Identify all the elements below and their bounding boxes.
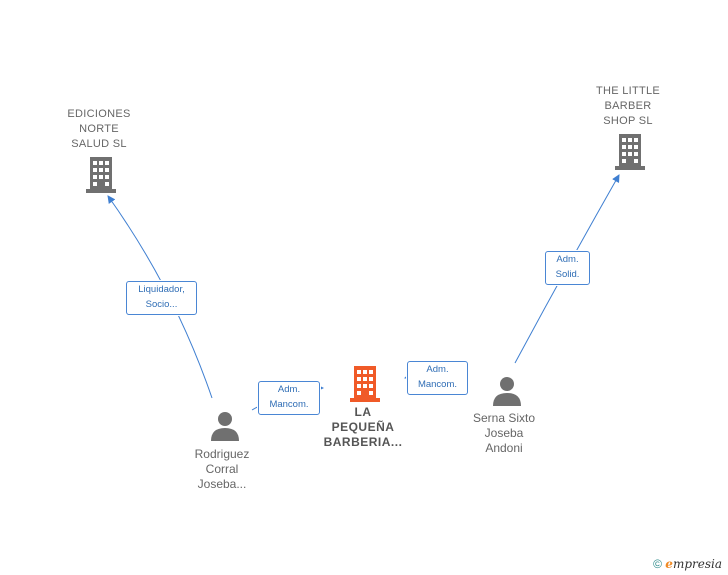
relation-label-line1: Adm. [426, 364, 449, 375]
relation-label-line2: Solid. [555, 269, 580, 280]
relation-box-adm-mancom-right[interactable]: Adm. Mancom. [407, 361, 468, 395]
copyright-icon: © [653, 557, 662, 571]
relation-label-line2: Mancom. [269, 399, 309, 410]
relation-label-line2: Socio... [145, 299, 178, 310]
brand-logo: empresia [665, 557, 722, 571]
node-label-rodriguez[interactable]: Rodriguez Corral Joseba... [194, 447, 250, 491]
footer-brand[interactable]: © empresia [653, 557, 722, 571]
relation-box-liquidador[interactable]: Liquidador, Socio... [126, 281, 197, 315]
building-icon[interactable] [615, 134, 645, 170]
relation-label-line1: Liquidador, [138, 284, 185, 295]
relation-label-line2: Mancom. [417, 379, 458, 390]
relation-box-adm-mancom-left[interactable]: Adm. Mancom. [258, 381, 320, 415]
building-icon-main[interactable] [349, 366, 381, 402]
relation-label-line1: Adm. [277, 384, 301, 395]
relation-box-adm-solid[interactable]: Adm. Solid. [545, 251, 590, 285]
person-icon[interactable] [210, 411, 240, 441]
node-label-serna[interactable]: Serna Sixto Joseba Andoni [472, 411, 536, 455]
relation-label-line1: Adm. [556, 254, 579, 265]
node-label-ediciones[interactable]: EDICIONES NORTE SALUD SL [67, 108, 131, 150]
person-icon[interactable] [492, 376, 522, 406]
node-label-little-barber[interactable]: THE LITTLE BARBER SHOP SL [595, 85, 661, 127]
building-icon[interactable] [86, 157, 116, 193]
node-label-main[interactable]: LA PEQUEÑA BARBERIA... [323, 405, 403, 449]
